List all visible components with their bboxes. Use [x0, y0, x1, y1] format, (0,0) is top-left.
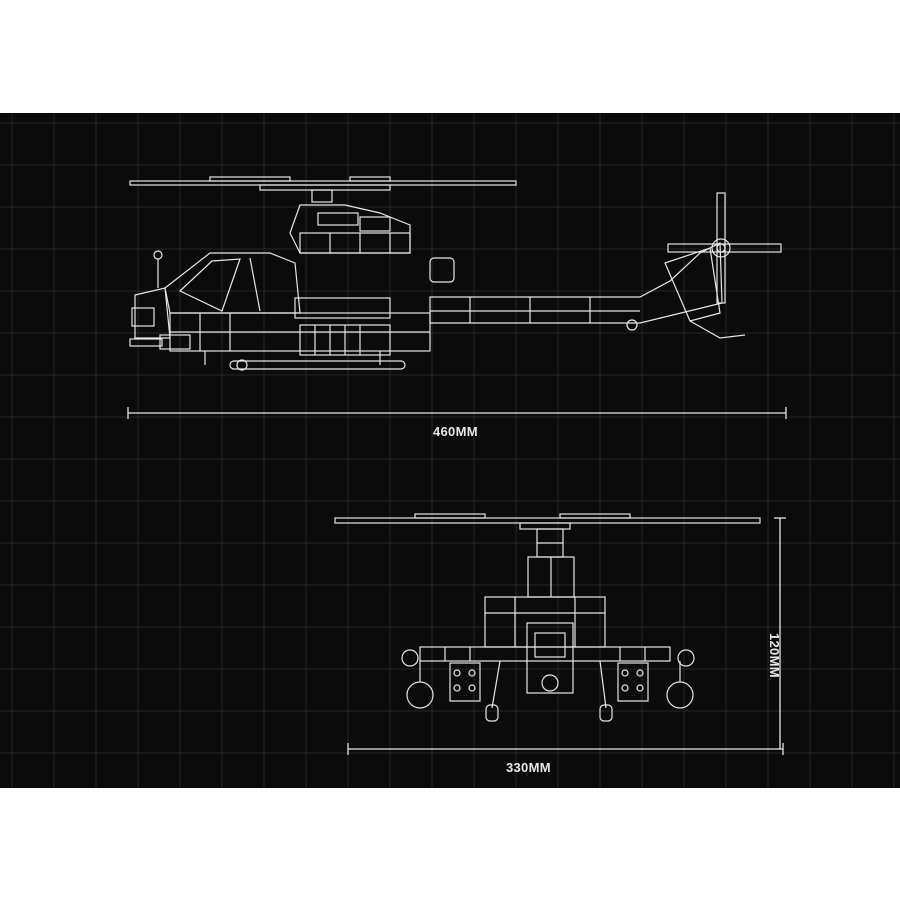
blueprint-panel: 460MM 330MM 120MM — [0, 113, 900, 788]
fuel-tank-right — [666, 681, 694, 709]
width-dimension-label: 330MM — [506, 760, 551, 775]
gun-barrel — [129, 338, 163, 347]
fuel-tank-left — [406, 681, 434, 709]
tail-rotor-hub — [711, 238, 731, 258]
stub-wings — [419, 646, 671, 662]
landing-skid — [229, 360, 406, 370]
tail-boom — [429, 242, 723, 324]
front-rotor-blade — [334, 517, 761, 524]
helicopter-side-view — [129, 176, 782, 371]
helicopter-front-view — [334, 513, 761, 722]
grid — [0, 113, 900, 788]
front-fuselage — [484, 596, 606, 648]
skid-left — [485, 704, 499, 722]
main-rotor-blade — [129, 180, 517, 186]
length-dimension-label: 460MM — [433, 424, 478, 439]
blueprint-drawing — [0, 113, 900, 788]
dimension-line-120 — [774, 517, 786, 749]
height-dimension-label: 120MM — [767, 633, 782, 678]
nose — [134, 287, 171, 339]
dimension-line-460 — [127, 407, 787, 419]
skid-right — [599, 704, 613, 722]
rotor-mast — [311, 189, 333, 203]
dimension-line-330 — [347, 743, 784, 755]
cockpit-canopy — [164, 252, 301, 314]
